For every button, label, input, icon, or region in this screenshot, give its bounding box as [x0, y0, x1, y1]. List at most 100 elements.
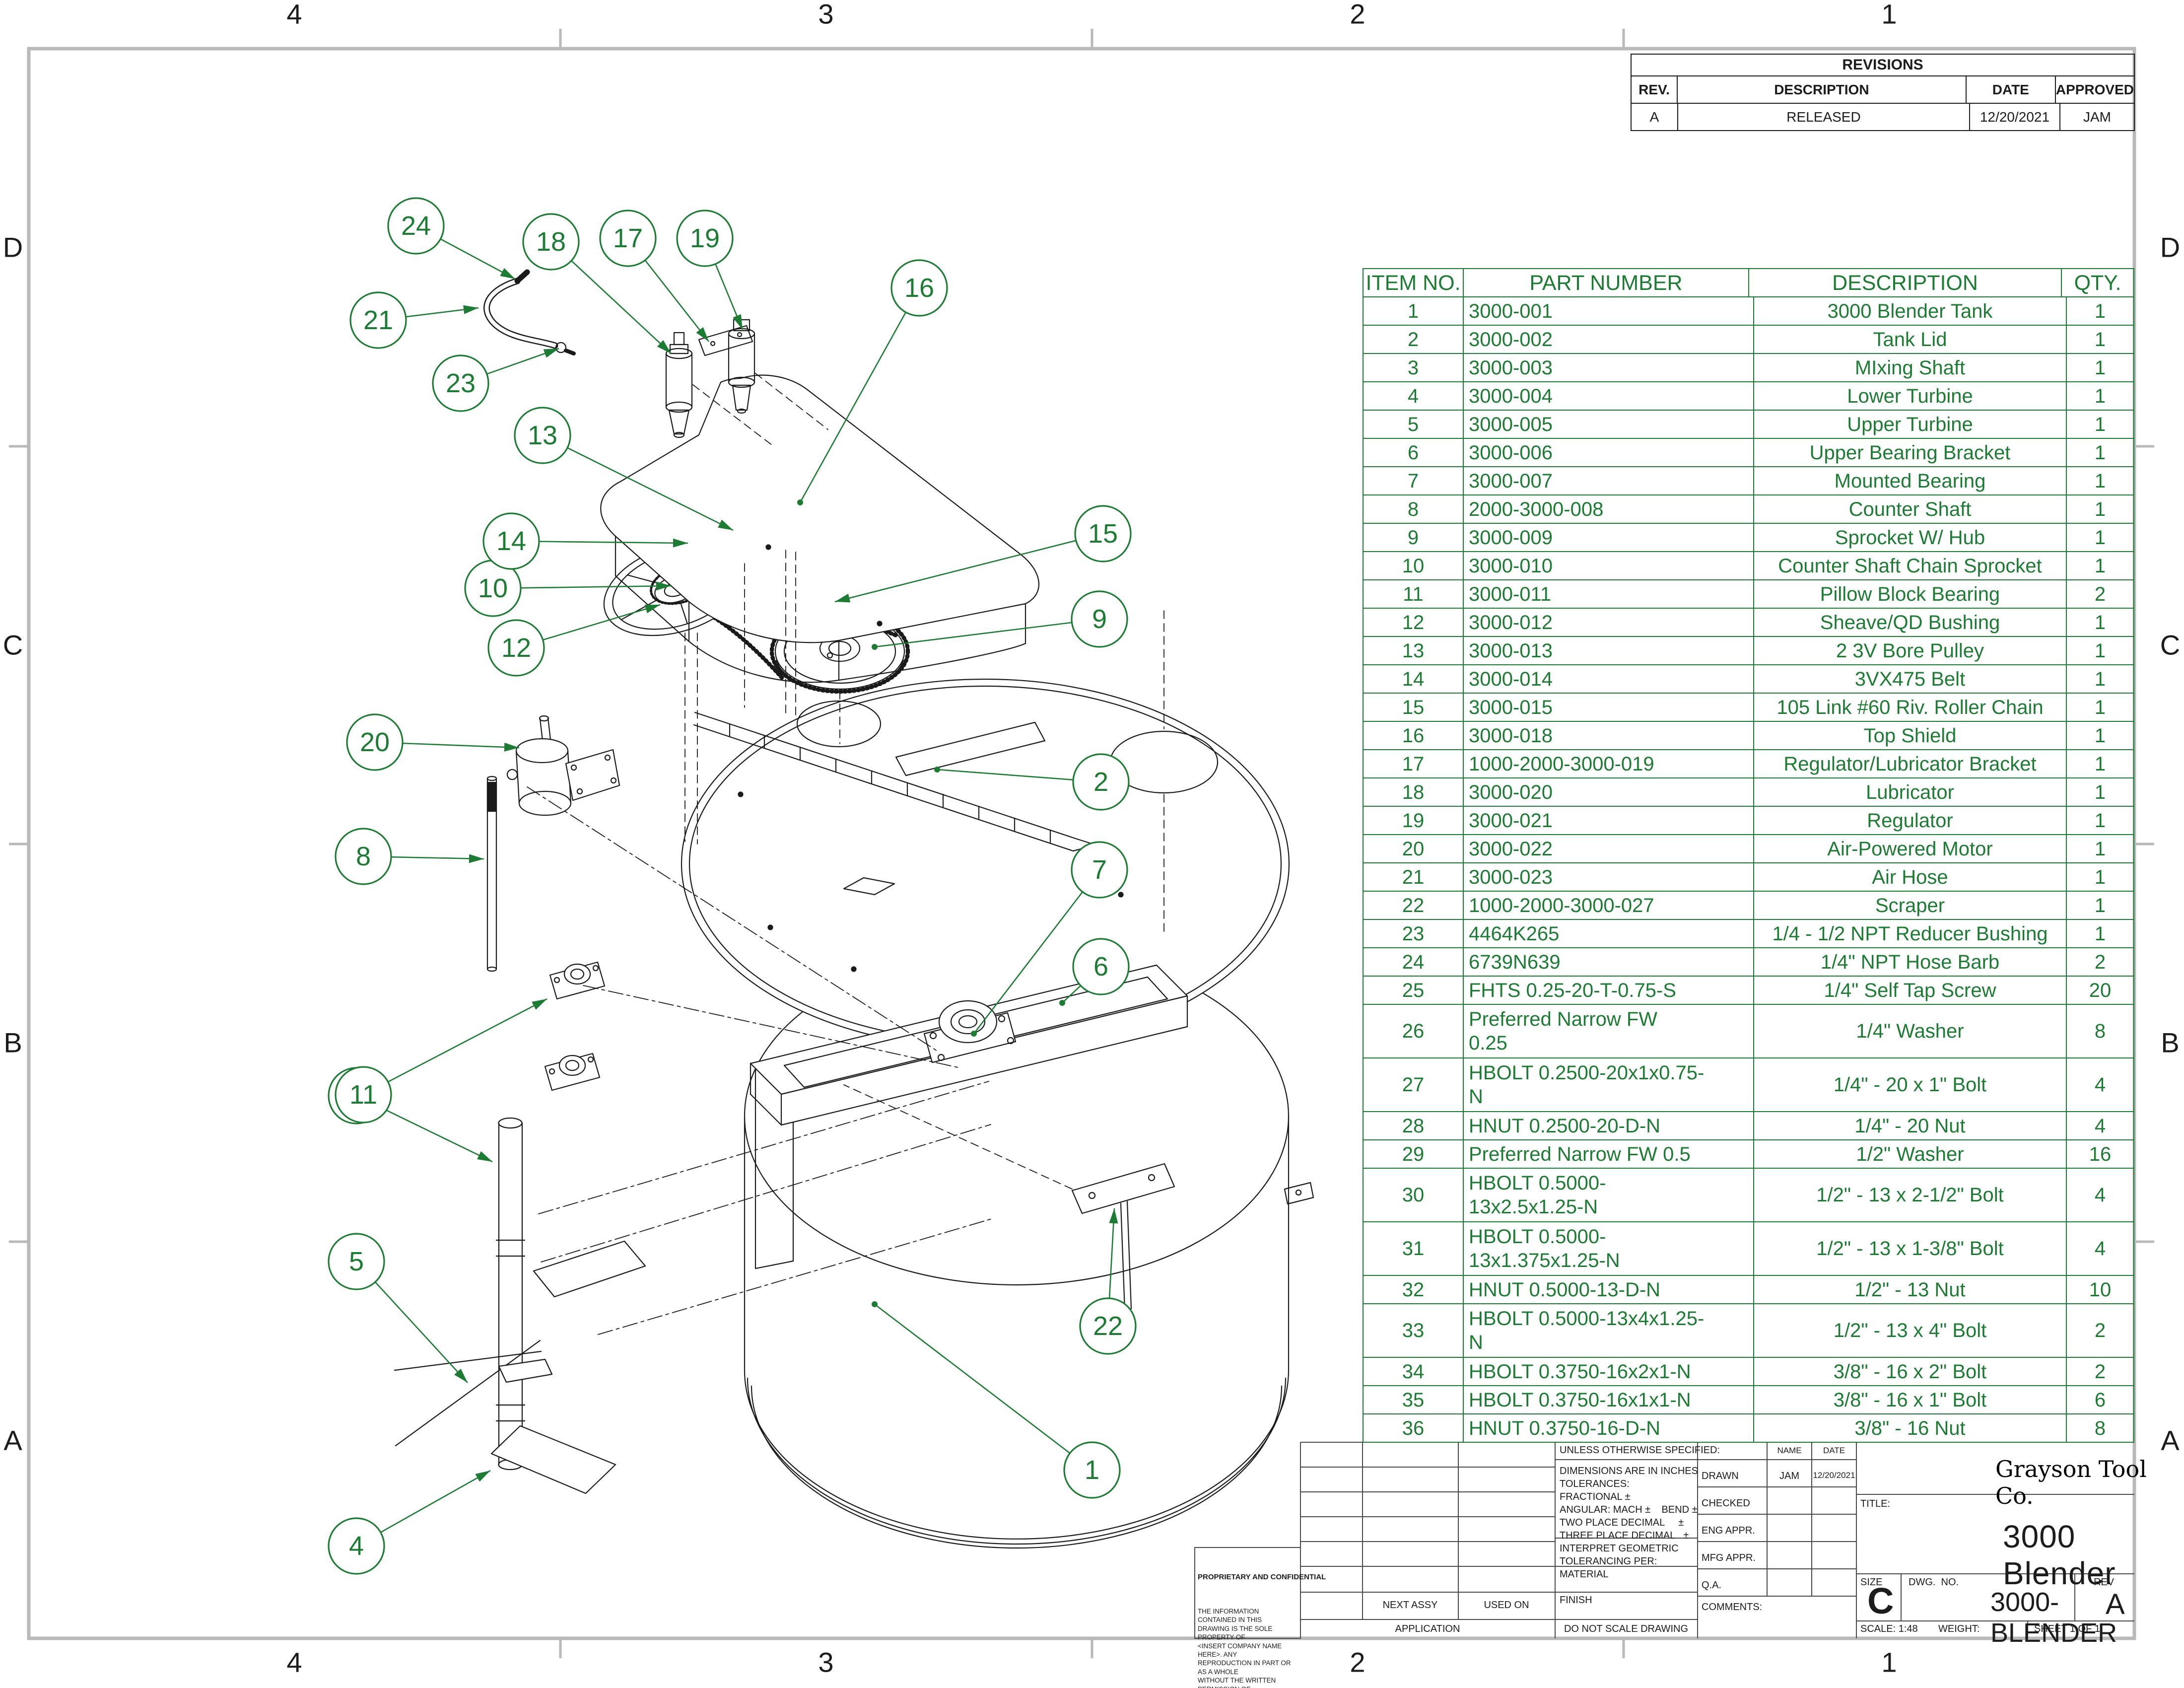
bom-description: 1/2" - 13 x 2-1/2" Bolt	[1754, 1169, 2067, 1221]
bom-part-number: 3000-001	[1464, 297, 1754, 325]
zone-row-C: C	[2, 629, 23, 661]
leader-arrowhead-icon	[543, 349, 559, 358]
leader-dot-icon	[872, 1301, 878, 1307]
bom-qty: 1	[2067, 665, 2134, 693]
bom-description: Upper Turbine	[1754, 411, 2067, 438]
bom-item: 34	[1364, 1358, 1464, 1385]
bom-description: 1/2" - 13 x 4" Bolt	[1754, 1304, 2067, 1357]
balloon-leader	[381, 1107, 493, 1163]
bom-item: 2	[1364, 326, 1464, 353]
bom-qty: 20	[2067, 977, 2134, 1004]
balloon-4: 4	[328, 1470, 491, 1575]
balloon-number: 11	[349, 1080, 377, 1110]
balloon-number: 7	[1092, 855, 1107, 885]
bom-item: 20	[1364, 835, 1464, 862]
zone-col-3: 3	[818, 1646, 834, 1678]
rev-cell-3: JAM	[2083, 109, 2111, 125]
bom-item: 18	[1364, 778, 1464, 806]
leader-arrowhead-icon	[454, 1368, 468, 1383]
balloon-number: 16	[904, 273, 934, 303]
zone-col-3: 3	[818, 0, 834, 30]
bom-description: Regulator	[1754, 807, 2067, 834]
bom-part-number: 1000-2000-3000-027	[1464, 892, 1754, 919]
balloon-leader	[380, 1470, 491, 1533]
balloon-number: 4	[349, 1531, 364, 1561]
bom-item: 29	[1364, 1140, 1464, 1168]
balloon-leader	[799, 312, 906, 503]
bom-qty: 2	[2067, 580, 2134, 608]
bom-description: Pillow Block Bearing	[1754, 580, 2067, 608]
zone-col-1: 1	[1881, 0, 1897, 30]
rev-cell-2: 12/20/2021	[1970, 104, 2060, 130]
approval-label: ENG APPR.	[1702, 1525, 1755, 1536]
zone-col-1: 1	[1881, 1646, 1897, 1678]
bom-qty: 1	[2067, 552, 2134, 579]
bom-description: 1/4" Washer	[1754, 1005, 2067, 1057]
bom-part-number: 3000-003	[1464, 354, 1754, 381]
bom-qty: 2	[2067, 1304, 2134, 1357]
zone-ticks	[9, 29, 2154, 1658]
balloon-leader	[539, 541, 688, 544]
balloon-leader	[374, 1281, 468, 1383]
balloon-circle	[335, 1066, 392, 1124]
balloon-circle	[514, 407, 571, 464]
proprietary-body: THE INFORMATION CONTAINED IN THIS DRAWIN…	[1198, 1608, 1291, 1688]
bom-part-number: 3000-006	[1464, 439, 1754, 466]
bom-part-number: Preferred Narrow FW 0.25	[1464, 1005, 1754, 1057]
bom-item: 1	[1364, 297, 1464, 325]
balloon-19: 19	[676, 210, 744, 330]
bom-item: 21	[1364, 863, 1464, 891]
balloon-22: 22	[1079, 1208, 1137, 1355]
balloon-leader	[543, 604, 661, 641]
balloon-number: 10	[478, 573, 508, 603]
dwg-no-label: DWG. NO.	[1909, 1577, 1959, 1588]
air-motor	[506, 715, 620, 816]
balloon-circle	[487, 619, 545, 677]
tolerance-line: THREE PLACE DECIMAL ±	[1560, 1530, 1689, 1541]
balloon-number: 2	[1093, 767, 1108, 797]
bom-part-number: 3000-012	[1464, 609, 1754, 636]
leader-dot-icon	[1059, 1000, 1065, 1006]
balloon-circle	[522, 213, 580, 271]
bearing-bracket-frame	[750, 964, 1188, 1126]
zone-row-C: C	[2160, 629, 2181, 661]
balloon-11: 11	[335, 998, 547, 1124]
tolerance-line: TOLERANCES:	[1560, 1478, 1630, 1489]
bom-item: 13	[1364, 637, 1464, 664]
bom-description: 1/4" - 20 Nut	[1754, 1112, 2067, 1139]
balloon-circle	[328, 1233, 385, 1290]
balloon-leader	[1062, 985, 1082, 1003]
regulator-lubricator-assembly	[665, 319, 755, 438]
bom-part-number: 3000-005	[1464, 411, 1754, 438]
company-name: Grayson Tool Co.	[1995, 1456, 2147, 1509]
leader-arrowhead-icon	[696, 327, 709, 342]
bom-description: Tank Lid	[1754, 326, 2067, 353]
balloon-17: 17	[599, 210, 710, 342]
bom-item: 6	[1364, 439, 1464, 466]
bom-part-number: HBOLT 0.3750-16x2x1-N	[1464, 1358, 1754, 1385]
balloon-12: 12	[487, 604, 661, 677]
balloon-circle	[1063, 1441, 1121, 1499]
title-label: TITLE:	[1860, 1498, 1891, 1509]
leader-dot-icon	[934, 767, 940, 773]
leader-arrowhead-icon	[477, 1151, 492, 1162]
balloon-leader	[571, 260, 672, 354]
zone-col-2: 2	[1350, 0, 1365, 30]
application-label: APPLICATION	[1395, 1623, 1460, 1634]
bom-qty: 1	[2067, 495, 2134, 523]
bom-part-number: 3000-018	[1464, 722, 1754, 749]
bom-item: 4	[1364, 382, 1464, 410]
